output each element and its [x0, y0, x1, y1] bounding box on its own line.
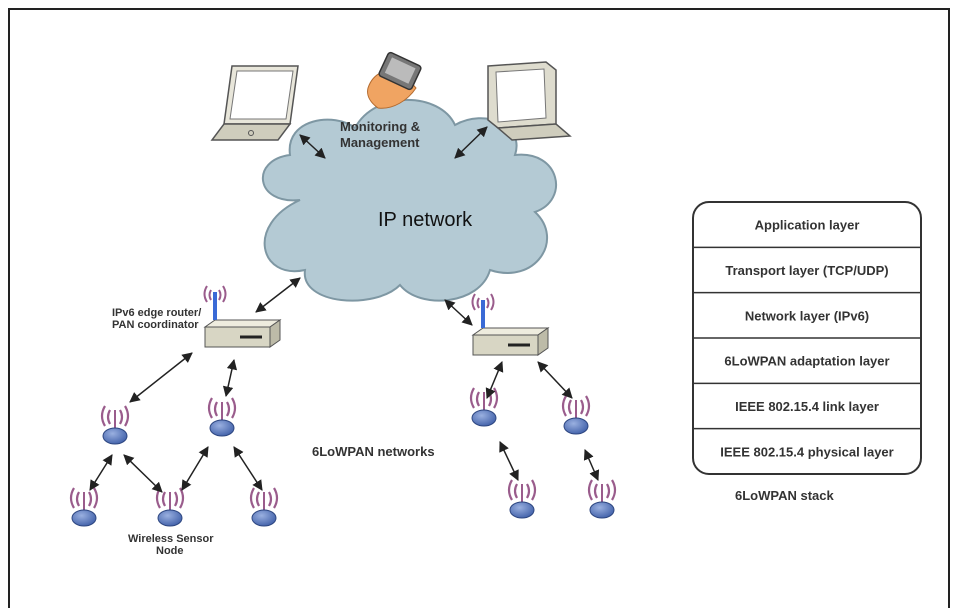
arrow [454, 126, 488, 159]
stack-layer-label: IEEE 802.15.4 physical layer [720, 444, 893, 459]
left-network-links [89, 352, 263, 493]
sensor-node-icon [469, 387, 499, 427]
figure-frame [8, 8, 950, 608]
sensor-node-icon [561, 395, 591, 435]
router-label-2: PAN coordinator [112, 319, 199, 331]
sensor-node-icon [155, 487, 185, 527]
sensor-node-icon [207, 397, 237, 437]
arrow [299, 134, 326, 159]
right-network-links [485, 361, 600, 481]
stack-caption: 6LoWPAN stack [735, 488, 834, 503]
sensor-label-1: Wireless Sensor [128, 533, 214, 545]
stack-layer-label: 6LoWPAN adaptation layer [724, 354, 889, 369]
sensor-node-icon [249, 487, 279, 527]
arrow [255, 277, 301, 313]
sensor-node-icon [587, 479, 617, 519]
cloud-label: IP network [378, 209, 473, 231]
handheld-icon [367, 51, 422, 109]
stack-layer-label: Application layer [755, 218, 860, 233]
router-icon [203, 285, 282, 348]
laptop-icon [210, 65, 299, 141]
stack-layer-label: Network layer (IPv6) [745, 308, 869, 323]
router-icon [471, 293, 550, 356]
sensor-node-icon [69, 487, 99, 527]
arrow [444, 299, 473, 326]
sensor-node-icon [100, 405, 130, 445]
monitoring-label-1: Monitoring & [340, 119, 420, 134]
stack-layer-label: Transport layer (TCP/UDP) [725, 263, 888, 278]
sensor-label-2: Node [156, 545, 184, 557]
monitoring-label-2: Management [340, 135, 420, 150]
networks-label: 6LoWPAN networks [312, 444, 435, 459]
stack-layer-label: IEEE 802.15.4 link layer [735, 399, 879, 414]
monitor-icon [487, 61, 572, 141]
sensor-node-icon [507, 479, 537, 519]
router-label-1: IPv6 edge router/ [112, 307, 201, 319]
